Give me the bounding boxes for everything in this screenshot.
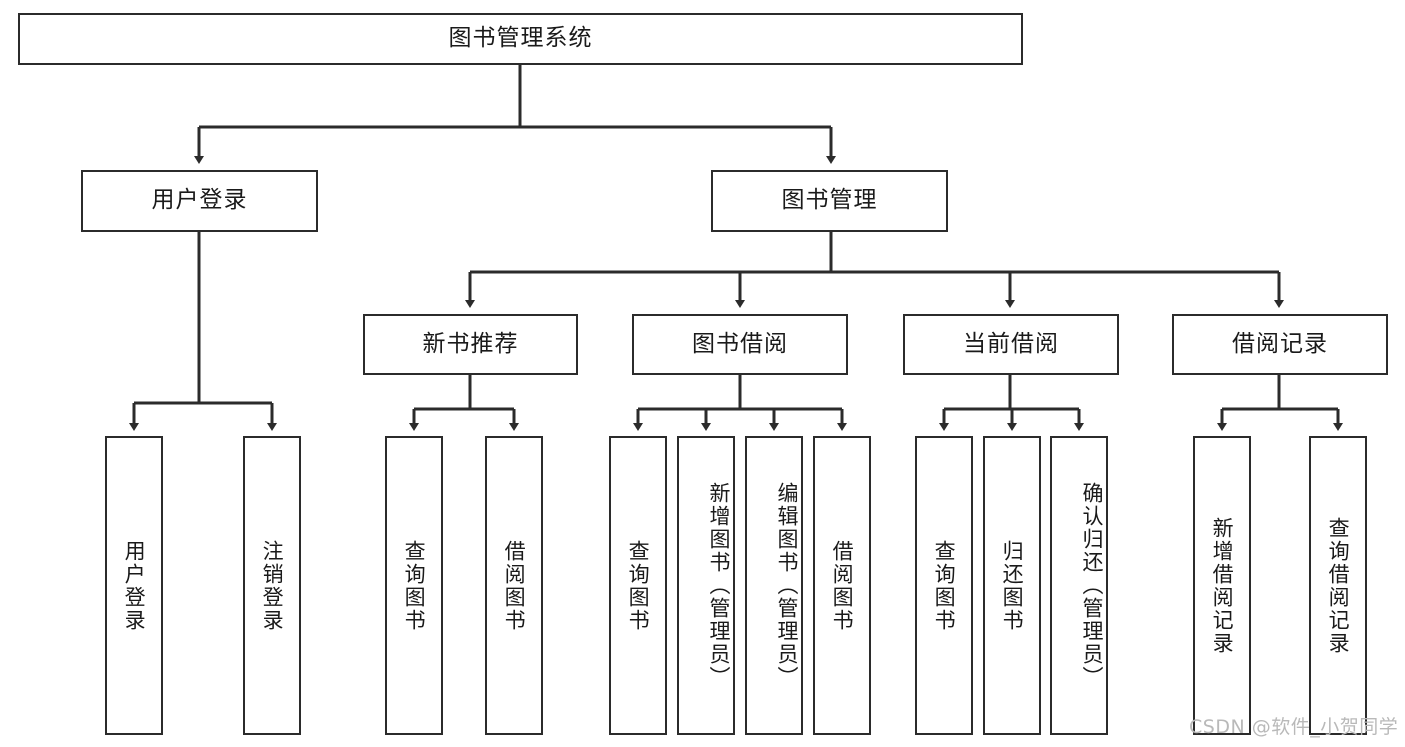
node-leaf-query-book-1[interactable]: 查询图书	[385, 436, 443, 735]
node-user-login[interactable]: 用户登录	[81, 170, 318, 232]
node-label: 查询图书	[626, 539, 651, 632]
node-leaf-add-book[interactable]: 新增图书（管理员）	[677, 436, 735, 735]
node-leaf-borrow-book-1[interactable]: 借阅图书	[485, 436, 543, 735]
node-label: 图书管理系统	[448, 25, 593, 52]
node-label: 借阅图书	[830, 539, 855, 632]
node-leaf-user-logout[interactable]: 注销登录	[243, 436, 301, 735]
node-label: 当前借阅	[963, 330, 1059, 357]
node-label: 查询借阅记录	[1326, 516, 1351, 655]
node-leaf-return-book[interactable]: 归还图书	[983, 436, 1041, 735]
node-label: 注销登录	[260, 539, 285, 632]
node-label: 新书推荐	[422, 330, 519, 357]
node-label: 借阅图书	[502, 539, 527, 632]
node-leaf-query-book-3[interactable]: 查询图书	[915, 436, 973, 735]
node-label: 新增图书（管理员）	[707, 482, 731, 689]
node-label: 查询图书	[932, 539, 957, 632]
node-label: 用户登录	[122, 539, 147, 632]
node-label: 编辑图书（管理员）	[775, 482, 799, 689]
node-new-book-recommend[interactable]: 新书推荐	[363, 314, 578, 375]
node-label: 确认归还（管理员）	[1080, 482, 1104, 689]
node-book-management[interactable]: 图书管理	[711, 170, 948, 232]
node-label: 用户登录	[151, 187, 248, 214]
node-leaf-borrow-book-2[interactable]: 借阅图书	[813, 436, 871, 735]
node-label: 归还图书	[1000, 539, 1025, 632]
node-leaf-user-login[interactable]: 用户登录	[105, 436, 163, 735]
node-current-borrow[interactable]: 当前借阅	[903, 314, 1119, 375]
node-leaf-query-record[interactable]: 查询借阅记录	[1309, 436, 1367, 735]
watermark-text: CSDN @软件_小贺同学	[1189, 716, 1399, 738]
node-leaf-confirm-return[interactable]: 确认归还（管理员）	[1050, 436, 1108, 735]
node-label: 图书借阅	[692, 330, 788, 357]
node-label: 新增借阅记录	[1210, 516, 1235, 655]
node-leaf-query-book-2[interactable]: 查询图书	[609, 436, 667, 735]
node-label: 图书管理	[781, 187, 878, 214]
node-label: 借阅记录	[1232, 330, 1328, 357]
node-borrow-record[interactable]: 借阅记录	[1172, 314, 1388, 375]
node-leaf-add-record[interactable]: 新增借阅记录	[1193, 436, 1251, 735]
node-book-borrow[interactable]: 图书借阅	[632, 314, 848, 375]
node-leaf-edit-book[interactable]: 编辑图书（管理员）	[745, 436, 803, 735]
node-label: 查询图书	[402, 539, 427, 632]
node-book-management-system[interactable]: 图书管理系统	[18, 13, 1023, 65]
